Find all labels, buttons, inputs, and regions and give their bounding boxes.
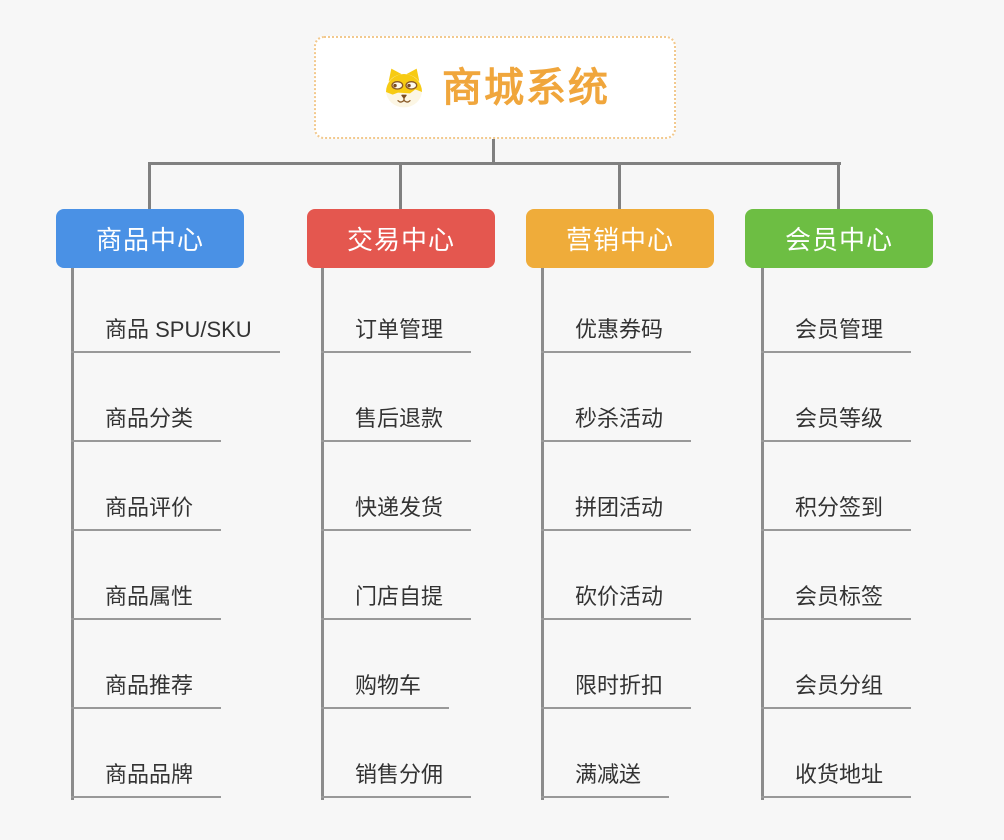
branch-node[interactable]: 会员中心 xyxy=(745,209,933,268)
leaf-item[interactable]: 购物车 xyxy=(321,671,450,709)
connector-bus xyxy=(148,162,841,165)
connector-leaf-spine xyxy=(71,268,74,800)
branch-node[interactable]: 交易中心 xyxy=(307,209,495,268)
branch-node[interactable]: 商品中心 xyxy=(56,209,244,268)
leaf-item[interactable]: 收货地址 xyxy=(761,760,912,798)
leaf-item[interactable]: 砍价活动 xyxy=(541,582,692,620)
leaf-item[interactable]: 秒杀活动 xyxy=(541,404,692,442)
leaf-item[interactable]: 订单管理 xyxy=(321,315,472,353)
leaf-item[interactable]: 门店自提 xyxy=(321,582,472,620)
leaf-item[interactable]: 会员分组 xyxy=(761,671,912,709)
leaf-item[interactable]: 限时折扣 xyxy=(541,671,692,709)
leaf-item[interactable]: 售后退款 xyxy=(321,404,472,442)
leaf-item[interactable]: 商品属性 xyxy=(71,582,222,620)
connector-leaf-spine xyxy=(761,268,764,800)
connector-root-stub xyxy=(492,139,495,165)
branch-node[interactable]: 营销中心 xyxy=(526,209,714,268)
connector-branch-drop xyxy=(399,163,402,209)
leaf-item[interactable]: 商品 SPU/SKU xyxy=(71,315,280,353)
leaf-item[interactable]: 积分签到 xyxy=(761,493,912,531)
connector-branch-drop xyxy=(837,163,840,209)
leaf-item[interactable]: 商品推荐 xyxy=(71,671,222,709)
leaf-item[interactable]: 优惠券码 xyxy=(541,315,692,353)
dog-face-icon xyxy=(386,68,422,107)
leaf-item[interactable]: 快递发货 xyxy=(321,493,472,531)
root-title: 商城系统 xyxy=(442,65,610,110)
connector-leaf-spine xyxy=(321,268,324,800)
leaf-item[interactable]: 会员管理 xyxy=(761,315,912,353)
leaf-item[interactable]: 会员标签 xyxy=(761,582,912,620)
leaf-item[interactable]: 商品评价 xyxy=(71,493,222,531)
leaf-item[interactable]: 商品分类 xyxy=(71,404,222,442)
leaf-item[interactable]: 拼团活动 xyxy=(541,493,692,531)
root-node[interactable]: 商城系统 xyxy=(314,36,676,139)
leaf-item[interactable]: 会员等级 xyxy=(761,404,912,442)
connector-branch-drop xyxy=(148,163,151,209)
connector-leaf-spine xyxy=(541,268,544,800)
leaf-item[interactable]: 满减送 xyxy=(541,760,670,798)
leaf-item[interactable]: 商品品牌 xyxy=(71,760,222,798)
connector-branch-drop xyxy=(618,163,621,209)
leaf-item[interactable]: 销售分佣 xyxy=(321,760,472,798)
